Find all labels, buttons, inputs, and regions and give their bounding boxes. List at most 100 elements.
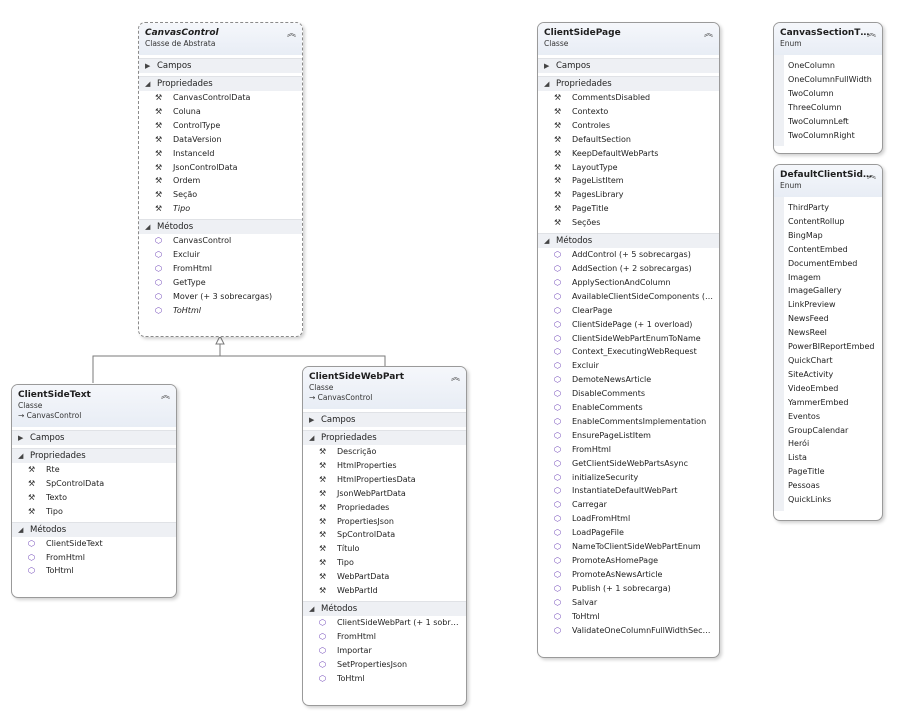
method-item[interactable]: ⬡GetClientSideWebPartsAsync: [538, 457, 719, 471]
property-item[interactable]: ⚒JsonWebPartData: [303, 487, 466, 501]
enum-item[interactable]: ThirdParty: [788, 203, 829, 212]
property-item[interactable]: ⚒Ordem: [139, 174, 302, 188]
property-item[interactable]: ⚒Seções: [538, 216, 719, 230]
collapse-icon[interactable]: ︽: [866, 171, 876, 181]
section-properties[interactable]: ◢Propriedades: [12, 448, 176, 463]
method-item[interactable]: ⬡Publish (+ 1 sobrecarga): [538, 582, 719, 596]
method-item[interactable]: ⬡GetType: [139, 276, 302, 290]
enum-item[interactable]: NewsReel: [788, 328, 827, 338]
section-properties[interactable]: ◢Propriedades: [303, 430, 466, 445]
method-item[interactable]: ⬡Excluir: [139, 248, 302, 262]
method-item[interactable]: ⬡ToHtml: [139, 304, 302, 318]
method-item[interactable]: ⬡DisableComments: [538, 387, 719, 401]
property-item[interactable]: ⚒Controles: [538, 119, 719, 133]
method-item[interactable]: ⬡PromoteAsHomePage: [538, 554, 719, 568]
method-item[interactable]: ⬡FromHtml: [538, 443, 719, 457]
property-item[interactable]: ⚒Tipo: [303, 556, 466, 570]
collapse-icon[interactable]: ︽: [450, 373, 460, 383]
method-item[interactable]: ⬡Mover (+ 3 sobrecargas): [139, 290, 302, 304]
method-item[interactable]: ⬡ToHtml: [303, 672, 466, 686]
method-item[interactable]: ⬡FromHtml: [12, 551, 176, 565]
property-item[interactable]: ⚒PageTitle: [538, 202, 719, 216]
method-item[interactable]: ⬡ToHtml: [538, 610, 719, 624]
method-item[interactable]: ⬡AvailableClientSideComponents (…: [538, 290, 719, 304]
method-item[interactable]: ⬡ClientSideWebPart (+ 1 sobr…: [303, 616, 466, 630]
enum-item[interactable]: GroupCalendar: [788, 425, 849, 435]
collapse-icon[interactable]: ︽: [703, 29, 713, 39]
method-item[interactable]: ⬡Context_ExecutingWebRequest: [538, 345, 719, 359]
enum-item[interactable]: TwoColumnLeft: [788, 116, 849, 126]
enum-item[interactable]: Herói: [788, 439, 810, 449]
enum-item[interactable]: LinkPreview: [788, 300, 836, 310]
enum-item[interactable]: NewsFeed: [788, 314, 829, 324]
enum-item[interactable]: OneColumnFullWidth: [788, 74, 872, 84]
method-item[interactable]: ⬡ClientSidePage (+ 1 overload): [538, 318, 719, 332]
method-item[interactable]: ⬡EnsurePageListItem: [538, 429, 719, 443]
method-item[interactable]: ⬡NameToClientSideWebPartEnum: [538, 540, 719, 554]
property-item[interactable]: ⚒DefaultSection: [538, 133, 719, 147]
method-item[interactable]: ⬡CanvasControl: [139, 234, 302, 248]
enum-item[interactable]: Pessoas: [788, 481, 820, 491]
property-item[interactable]: ⚒Título: [303, 542, 466, 556]
property-item[interactable]: ⚒Rte: [12, 463, 176, 477]
property-item[interactable]: ⚒Propriedades: [303, 501, 466, 515]
enum-item[interactable]: Imagem: [788, 272, 821, 282]
property-item[interactable]: ⚒Seção: [139, 188, 302, 202]
section-properties[interactable]: ◢Propriedades: [139, 76, 302, 91]
property-item[interactable]: ⚒SpControlData: [303, 528, 466, 542]
method-item[interactable]: ⬡ClientSideWebPartEnumToName: [538, 332, 719, 346]
property-item[interactable]: ⚒CanvasControlData: [139, 91, 302, 105]
property-item[interactable]: ⚒Texto: [12, 491, 176, 505]
property-item[interactable]: ⚒PageListItem: [538, 174, 719, 188]
enum-item[interactable]: PowerBIReportEmbed: [788, 342, 875, 352]
enum-item[interactable]: ThreeColumn: [788, 102, 842, 112]
collapse-icon[interactable]: ︽: [866, 29, 876, 39]
enum-item[interactable]: PageTitle: [788, 467, 825, 477]
method-item[interactable]: ⬡EnableComments: [538, 401, 719, 415]
class-canvascontrol[interactable]: CanvasControl Classe de Abstrata ︽ ▶Camp…: [138, 22, 303, 337]
section-fields[interactable]: ▶Campos: [139, 58, 302, 73]
method-item[interactable]: ⬡ApplySectionAndColumn: [538, 276, 719, 290]
method-item[interactable]: ⬡EnableCommentsImplementation: [538, 415, 719, 429]
property-item[interactable]: ⚒HtmlPropertiesData: [303, 473, 466, 487]
enum-item[interactable]: BingMap: [788, 230, 823, 240]
property-item[interactable]: ⚒Contexto: [538, 105, 719, 119]
enum-item[interactable]: Lista: [788, 453, 807, 463]
property-item[interactable]: ⚒Coluna: [139, 105, 302, 119]
enum-item[interactable]: DocumentEmbed: [788, 258, 858, 268]
enum-item[interactable]: ContentRollup: [788, 216, 845, 226]
enum-item[interactable]: ImageGallery: [788, 286, 842, 296]
method-item[interactable]: ⬡Excluir: [538, 359, 719, 373]
enum-item[interactable]: TwoColumn: [788, 88, 834, 98]
method-item[interactable]: ⬡DemoteNewsArticle: [538, 373, 719, 387]
section-methods[interactable]: ◢Métodos: [303, 600, 466, 616]
section-fields[interactable]: ▶Campos: [538, 58, 719, 73]
method-item[interactable]: ⬡ClientSideText: [12, 537, 176, 551]
collapse-icon[interactable]: ︽: [160, 391, 170, 401]
section-fields[interactable]: ▶Campos: [303, 412, 466, 427]
enum-item[interactable]: Eventos: [788, 411, 820, 421]
section-fields[interactable]: ▶Campos: [12, 430, 176, 445]
property-item[interactable]: ⚒SpControlData: [12, 477, 176, 491]
section-properties[interactable]: ◢Propriedades: [538, 76, 719, 91]
property-item[interactable]: ⚒WebPartId: [303, 584, 466, 598]
property-item[interactable]: ⚒PropertiesJson: [303, 515, 466, 529]
property-item[interactable]: ⚒KeepDefaultWebParts: [538, 147, 719, 161]
method-item[interactable]: ⬡InstantiateDefaultWebPart: [538, 484, 719, 498]
property-item[interactable]: ⚒PagesLibrary: [538, 188, 719, 202]
property-item[interactable]: ⚒LayoutType: [538, 161, 719, 175]
enum-item[interactable]: TwoColumnRight: [788, 130, 855, 140]
method-item[interactable]: ⬡ToHtml: [12, 564, 176, 578]
enum-item[interactable]: QuickLinks: [788, 495, 832, 505]
method-item[interactable]: ⬡SetPropertiesJson: [303, 658, 466, 672]
method-item[interactable]: ⬡LoadPageFile: [538, 526, 719, 540]
method-item[interactable]: ⬡PromoteAsNewsArticle: [538, 568, 719, 582]
property-item[interactable]: ⚒JsonControlData: [139, 161, 302, 175]
method-item[interactable]: ⬡Carregar: [538, 498, 719, 512]
method-item[interactable]: ⬡FromHtml: [303, 630, 466, 644]
section-methods[interactable]: ◢Métodos: [12, 521, 176, 537]
class-clientsidetext[interactable]: ClientSideText Classe → CanvasControl ︽ …: [11, 384, 177, 598]
property-item[interactable]: ⚒HtmlProperties: [303, 459, 466, 473]
